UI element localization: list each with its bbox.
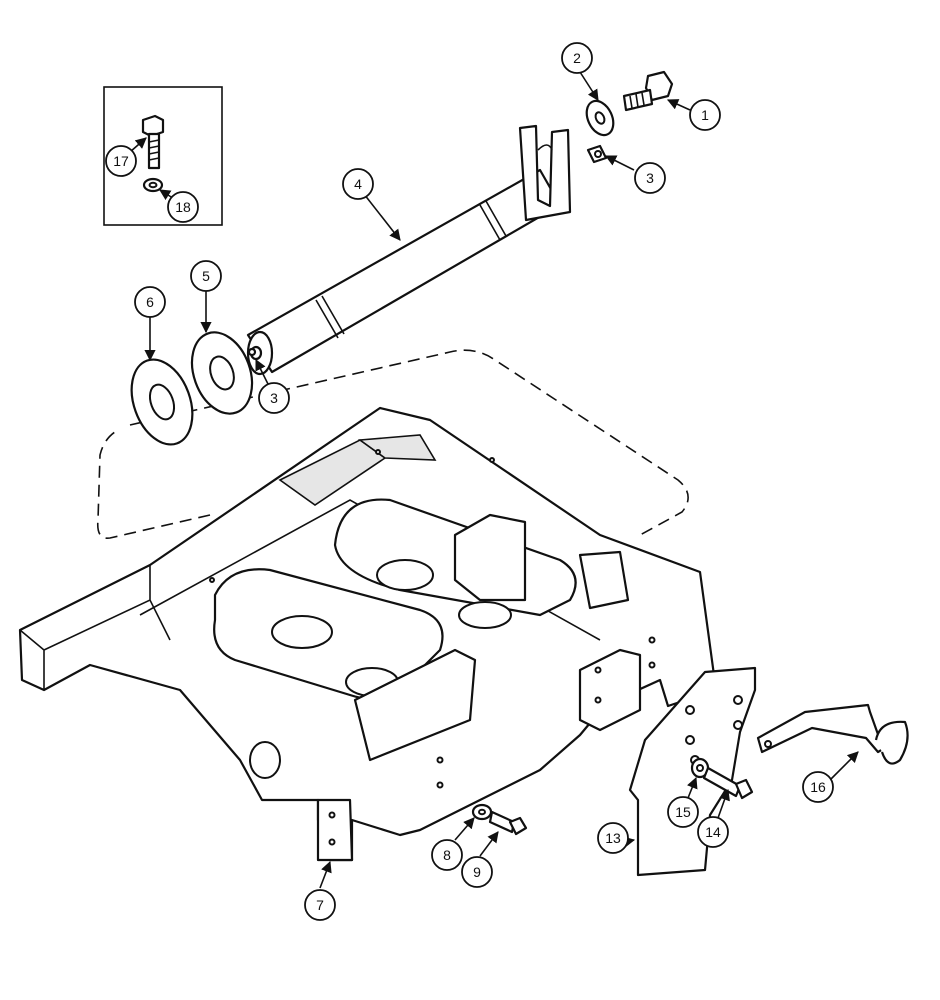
callout-3-top: 3: [634, 162, 666, 194]
svg-text:16: 16: [810, 779, 826, 795]
callout-18: 18: [167, 191, 199, 223]
svg-text:15: 15: [675, 804, 691, 820]
axle-pin-4-drawing: [246, 124, 572, 376]
callout-3-lower: 3: [258, 382, 290, 414]
svg-text:17: 17: [113, 153, 129, 169]
bolt-9-drawing: [488, 810, 528, 836]
washer-2-drawing: [585, 99, 615, 137]
washer-8-drawing: [471, 803, 493, 821]
svg-text:5: 5: [202, 268, 210, 284]
svg-text:9: 9: [473, 864, 481, 880]
callout-4: 4: [342, 168, 374, 200]
svg-text:4: 4: [354, 176, 362, 192]
washer-18-drawing: [142, 177, 164, 193]
svg-text:8: 8: [443, 847, 451, 863]
callout-8: 8: [431, 839, 463, 871]
washer-5-drawing: [190, 331, 254, 415]
washer-6-drawing: [130, 358, 194, 446]
callout-6: 6: [134, 286, 166, 318]
dashed-outline: [96, 349, 689, 539]
svg-text:14: 14: [705, 824, 721, 840]
callout-9: 9: [461, 856, 493, 888]
bolt-17-drawing: [141, 114, 165, 170]
callout-7: 7: [304, 889, 336, 921]
callout-15: 15: [667, 796, 699, 828]
callout-13: 13: [597, 822, 629, 854]
svg-text:13: 13: [605, 830, 621, 846]
handle-16-drawing: [756, 703, 909, 765]
inset-box: [103, 86, 223, 226]
svg-text:7: 7: [316, 897, 324, 913]
svg-text:1: 1: [701, 107, 709, 123]
svg-text:18: 18: [175, 199, 191, 215]
svg-text:6: 6: [146, 294, 154, 310]
callout-5: 5: [190, 260, 222, 292]
callout-2: 2: [561, 42, 593, 74]
svg-text:3: 3: [270, 390, 278, 406]
bolt-14-drawing: [702, 766, 754, 800]
svg-text:3: 3: [646, 170, 654, 186]
frame-casting-7-drawing: [18, 406, 718, 862]
bolt-1-drawing: [622, 70, 674, 112]
leader-lines: [129, 71, 859, 889]
fitting-3-top-drawing: [586, 144, 608, 164]
callout-17: 17: [105, 145, 137, 177]
callout-1: 1: [689, 99, 721, 131]
callout-16: 16: [802, 771, 834, 803]
callout-14: 14: [697, 816, 729, 848]
fitting-3-lower-drawing: [247, 347, 257, 357]
svg-text:2: 2: [573, 50, 581, 66]
